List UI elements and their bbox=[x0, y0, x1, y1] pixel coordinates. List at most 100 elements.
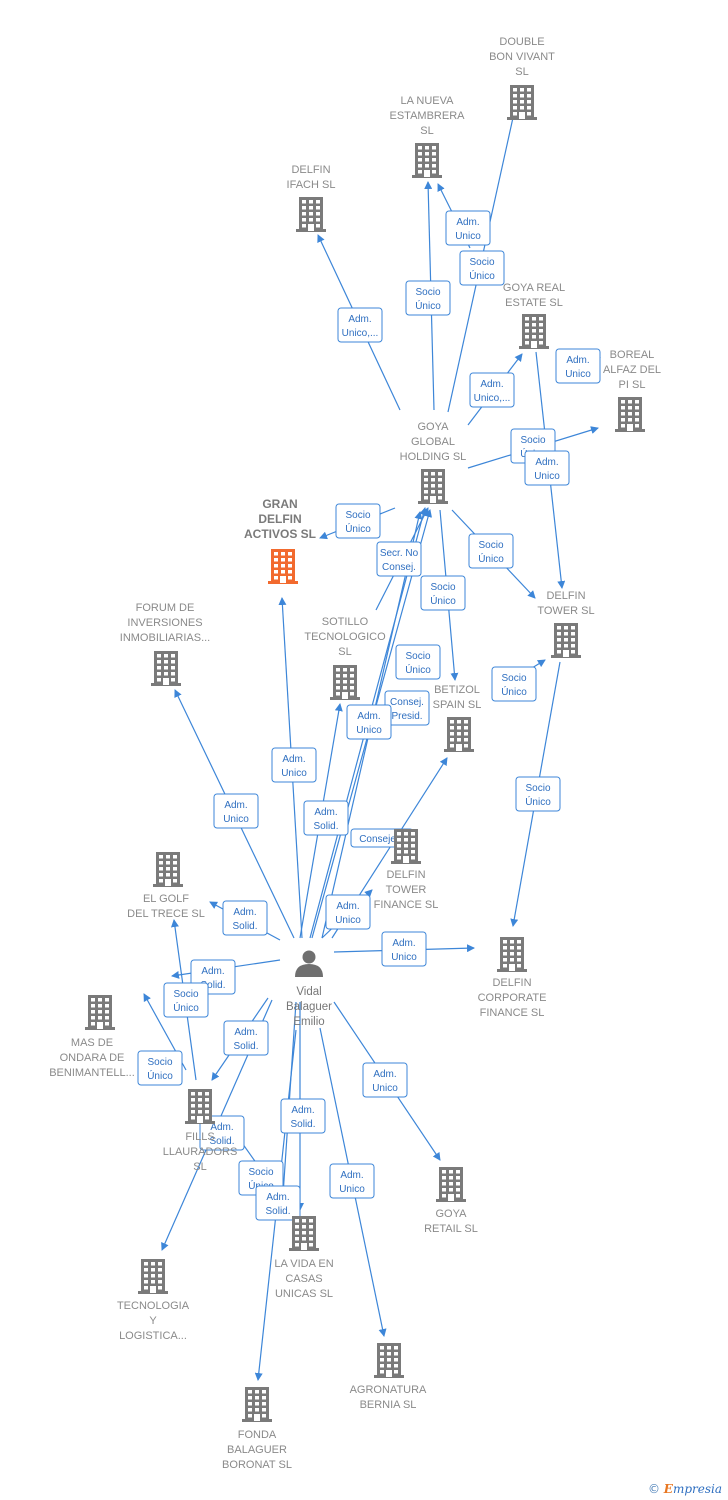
edge-label-text: Adm. bbox=[291, 1105, 314, 1116]
node-label: TECNOLOGIA bbox=[117, 1300, 190, 1312]
building-icon[interactable] bbox=[85, 995, 115, 1030]
edge-label-box[interactable]: Adm.Unico bbox=[362, 1062, 408, 1098]
node-label: INMOBILIARIAS... bbox=[120, 632, 210, 644]
building-icon[interactable] bbox=[185, 1089, 215, 1124]
building-icon[interactable] bbox=[497, 937, 527, 972]
edge-label-text: Socio bbox=[173, 989, 198, 1000]
edge-label-box[interactable]: Adm.Unico bbox=[213, 793, 259, 829]
node-forum[interactable]: FORUM DEINVERSIONESINMOBILIARIAS... bbox=[120, 602, 210, 686]
edge-label-box[interactable]: Adm.Solid. bbox=[280, 1098, 326, 1134]
edge-label-text: Adm. bbox=[392, 938, 415, 949]
building-icon[interactable] bbox=[374, 1343, 404, 1378]
building-icon[interactable] bbox=[391, 829, 421, 864]
edge-label-box[interactable]: Adm.Unico bbox=[346, 704, 392, 740]
node-goyareal[interactable]: GOYA REAL ESTATE SL bbox=[503, 282, 565, 349]
edge-label-text: Adm. bbox=[201, 966, 224, 977]
edge-label-text: Adm. bbox=[340, 1170, 363, 1181]
person-icon[interactable] bbox=[295, 950, 323, 978]
edge-label-box[interactable]: Adm.Solid. bbox=[199, 1115, 245, 1151]
edge-label-text: Socio bbox=[478, 540, 503, 551]
building-icon[interactable] bbox=[519, 314, 549, 349]
edge-label-text: Socio bbox=[248, 1167, 273, 1178]
edge-label-text: Adm. bbox=[233, 907, 256, 918]
node-label: ESTATE SL bbox=[505, 297, 563, 309]
edge-label-text: Socio bbox=[147, 1057, 172, 1068]
building-icon[interactable] bbox=[615, 397, 645, 432]
edge-label-text: Único bbox=[478, 552, 504, 565]
building-icon[interactable] bbox=[289, 1216, 319, 1251]
edge-label-box[interactable]: Adm.Solid. bbox=[255, 1185, 301, 1221]
edge-label-text: Socio bbox=[405, 651, 430, 662]
building-icon[interactable] bbox=[151, 651, 181, 686]
edge-label-text: Unico bbox=[534, 471, 560, 482]
edge-label-text: Consej. bbox=[382, 562, 416, 573]
building-icon[interactable] bbox=[242, 1387, 272, 1422]
brand-name: mpresia bbox=[672, 1482, 722, 1496]
edge-label-box[interactable]: Adm.Unico,... bbox=[469, 372, 515, 408]
building-icon[interactable] bbox=[551, 623, 581, 658]
edge-label-box[interactable]: Adm.Unico bbox=[325, 894, 371, 930]
edge-label-box[interactable]: Adm.Solid. bbox=[303, 800, 349, 836]
node-label: RETAIL SL bbox=[424, 1223, 478, 1235]
edge-label-frame bbox=[337, 307, 383, 343]
edge-label-box[interactable]: Adm.Unico bbox=[555, 348, 601, 384]
edge-label-frame bbox=[555, 348, 601, 384]
edge-label-frame bbox=[376, 541, 422, 577]
edge-label-box[interactable]: Adm.Unico,... bbox=[337, 307, 383, 343]
node-label: BENIMANTELL... bbox=[49, 1067, 135, 1079]
building-icon[interactable] bbox=[138, 1259, 168, 1294]
node-label: BALAGUER bbox=[227, 1444, 287, 1456]
building-icon[interactable] bbox=[436, 1167, 466, 1202]
building-icon[interactable] bbox=[412, 143, 442, 178]
building-icon[interactable] bbox=[330, 665, 360, 700]
edge-label-box[interactable]: Consej.Presid. bbox=[384, 690, 430, 726]
building-icon[interactable] bbox=[418, 469, 448, 504]
edge-label-box[interactable]: Adm.Unico bbox=[524, 450, 570, 486]
building-icon[interactable] bbox=[444, 717, 474, 752]
node-label: GOYA REAL bbox=[503, 282, 565, 294]
edge-label-text: Unico bbox=[223, 814, 249, 825]
edge-label-text: Socio bbox=[415, 287, 440, 298]
edge-label-box[interactable]: Adm.Unico bbox=[329, 1163, 375, 1199]
building-icon[interactable] bbox=[507, 85, 537, 120]
edge-label-box[interactable]: Adm.Unico bbox=[271, 747, 317, 783]
building-icon[interactable] bbox=[296, 197, 326, 232]
edge-label-box[interactable]: Adm.Unico bbox=[381, 931, 427, 967]
building-icon[interactable] bbox=[153, 852, 183, 887]
edge-label-box[interactable]: Adm.Unico bbox=[445, 210, 491, 246]
edge-label-box[interactable]: Adm.Solid. bbox=[223, 1020, 269, 1056]
node-tecnologia[interactable]: TECNOLOGIAYLOGISTICA... bbox=[117, 1259, 190, 1342]
building-icon[interactable] bbox=[268, 549, 298, 584]
edge-label-box[interactable]: Adm.Solid. bbox=[222, 900, 268, 936]
